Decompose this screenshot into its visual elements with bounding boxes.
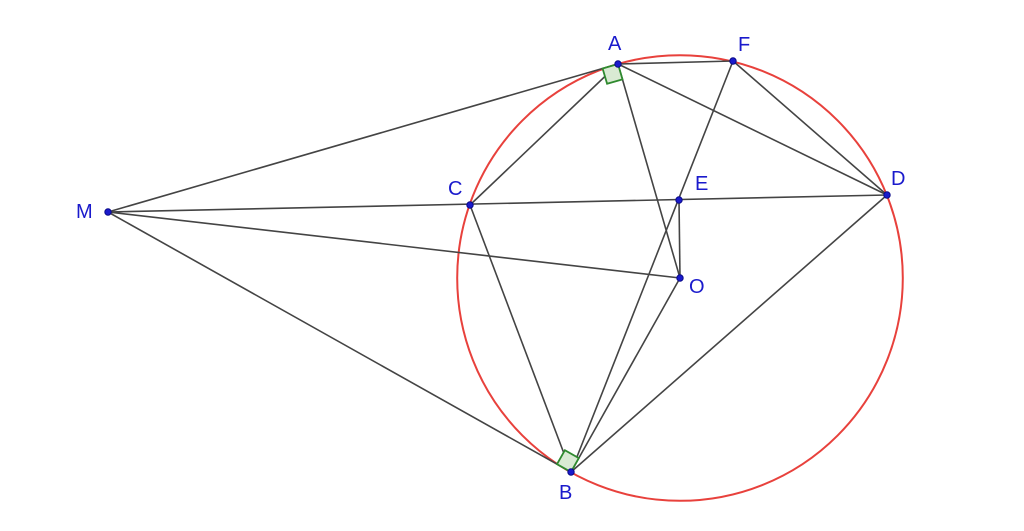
point-label-O: O — [689, 276, 705, 298]
point-label-D: D — [891, 168, 905, 190]
point-label-A: A — [608, 33, 622, 55]
segment-MO — [107, 211, 681, 279]
point-label-E: E — [695, 173, 708, 195]
segment-FB — [570, 60, 734, 473]
point-F — [729, 57, 737, 65]
segment-AD — [617, 63, 888, 196]
segment-layer — [107, 60, 888, 473]
point-M — [104, 208, 112, 216]
point-layer — [104, 57, 891, 476]
point-B — [567, 468, 575, 476]
segment-AF — [617, 60, 734, 65]
point-label-F: F — [738, 34, 750, 56]
segment-CB — [469, 204, 572, 473]
label-layer: A F C E D M O B — [76, 33, 905, 504]
point-label-B: B — [559, 482, 572, 504]
point-E — [675, 196, 683, 204]
point-A — [614, 60, 622, 68]
circle-O — [456, 54, 904, 502]
right-angle-mark-B — [555, 448, 581, 474]
segment-DB — [570, 194, 888, 473]
segment-MB — [107, 211, 572, 473]
segment-MA — [107, 63, 619, 213]
segment-EO — [678, 199, 681, 279]
circle-layer — [456, 54, 904, 502]
segment-OB — [570, 277, 681, 473]
point-label-M: M — [76, 201, 93, 223]
segment-AO — [617, 63, 681, 279]
right-angle-layer — [555, 62, 624, 474]
point-C — [466, 201, 474, 209]
point-O — [676, 274, 684, 282]
point-label-C: C — [448, 178, 462, 200]
segment-FD — [732, 60, 888, 196]
right-angle-mark-A — [601, 62, 624, 85]
point-D — [883, 191, 891, 199]
segment-MD — [107, 194, 888, 213]
segment-AC — [469, 63, 619, 206]
